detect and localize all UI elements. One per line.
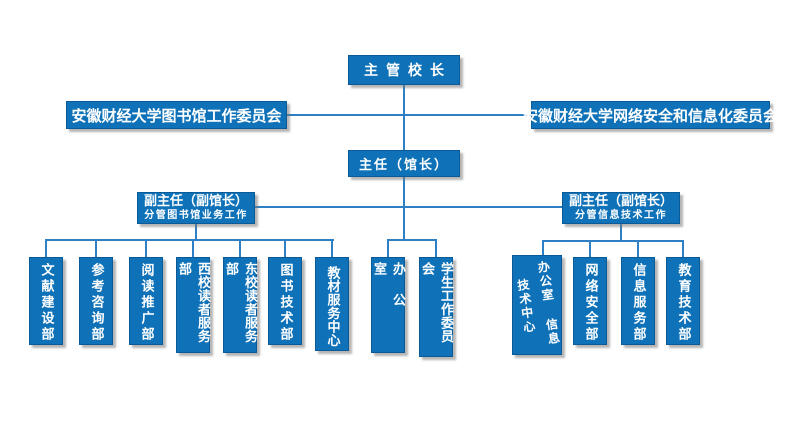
connector-drop (331, 239, 333, 257)
node-dept-library-technology: 图书技术部 (268, 257, 302, 345)
node-dept-office: 办公室 (371, 257, 405, 353)
dept-label: 教材服务中心 (324, 265, 340, 347)
connector-director-down (403, 177, 405, 240)
dept-label: 东校读者服务部 (223, 262, 257, 343)
connector-drop (542, 240, 544, 257)
node-president: 主管校长 (348, 55, 460, 85)
dept-label: 阅读推广部 (138, 263, 154, 343)
dept-label: 参考咨询部 (88, 263, 104, 343)
dept-label: 信息服务部 (630, 263, 646, 343)
node-dept-education-technology: 教育技术部 (666, 257, 700, 345)
node-deputy-it: 副主任（副馆长） 分管信息技术工作 (562, 192, 680, 224)
connector-deputy-left-drop (195, 223, 197, 240)
node-deputy-library-subtitle: 分管图书馆业务工作 (144, 209, 248, 221)
dept-label: 办公室 (371, 262, 405, 324)
node-dept-student-work-committee: 学生工作委员会 (419, 257, 453, 357)
connector-drop (95, 239, 97, 257)
connector-right-bar (542, 240, 684, 242)
dept-label: 文献建设部 (38, 263, 54, 343)
connector-deputy-right-drop (620, 223, 622, 240)
node-deputy-it-title: 副主任（副馆长） (568, 193, 673, 209)
connector-drop (192, 239, 194, 257)
connector-drop (284, 239, 286, 257)
connector-left-bar (46, 239, 334, 241)
node-dept-west-campus-reader-service: 西校读者服务部 (176, 257, 210, 353)
node-dept-east-campus-reader-service: 东校读者服务部 (223, 257, 257, 353)
connector-deputies-rail (255, 206, 562, 208)
dept-label: 网络安全部 (582, 263, 598, 343)
connector-drop (145, 239, 147, 257)
connector-drop (239, 239, 241, 257)
node-director-label: 主任（馆长） (358, 158, 449, 173)
connector-drop (682, 240, 684, 257)
node-dept-document-construction: 文献建设部 (29, 257, 63, 345)
dept-label: 教育技术部 (675, 263, 691, 343)
node-deputy-library-title: 副主任（副馆长） (143, 193, 248, 209)
dept-label: 图书技术部 (277, 263, 293, 343)
dept-label: 西校读者服务部 (176, 262, 210, 343)
node-dept-reference-consulting: 参考咨询部 (79, 257, 113, 345)
dept-label: 办公室 (535, 259, 556, 304)
it-center-office-columns: 办公室 信息技术中心 (508, 253, 567, 356)
connector-drop (589, 240, 591, 257)
node-dept-textbook-service-center: 教材服务中心 (315, 257, 349, 351)
node-deputy-library: 副主任（副馆长） 分管图书馆业务工作 (137, 192, 255, 224)
node-library-committee-label: 安徽财经大学图书馆工作委员会 (71, 106, 282, 125)
connector-drop (387, 239, 389, 257)
node-president-label: 主管校长 (364, 63, 452, 79)
node-director: 主任（馆长） (348, 150, 460, 177)
node-library-committee: 安徽财经大学图书馆工作委员会 (66, 101, 287, 129)
node-dept-it-center-office: 办公室 信息技术中心 (512, 255, 562, 355)
connector-drop (45, 239, 47, 257)
node-cybersecurity-committee-label: 安徽财经大学网络安全和信息化委员会 (523, 106, 779, 125)
connector-drop (637, 240, 639, 257)
connector-president-director (403, 85, 405, 150)
node-cybersecurity-committee: 安徽财经大学网络安全和信息化委员会 (523, 101, 778, 129)
connector-committees-rail (287, 114, 531, 116)
connector-central-bar (387, 239, 437, 241)
connector-drop (435, 239, 437, 257)
dept-label: 学生工作委员会 (419, 262, 453, 343)
node-dept-information-service: 信息服务部 (621, 257, 655, 345)
node-dept-reading-promotion: 阅读推广部 (129, 257, 163, 345)
node-deputy-it-subtitle: 分管信息技术工作 (575, 209, 667, 221)
node-dept-network-security: 网络安全部 (573, 257, 607, 345)
